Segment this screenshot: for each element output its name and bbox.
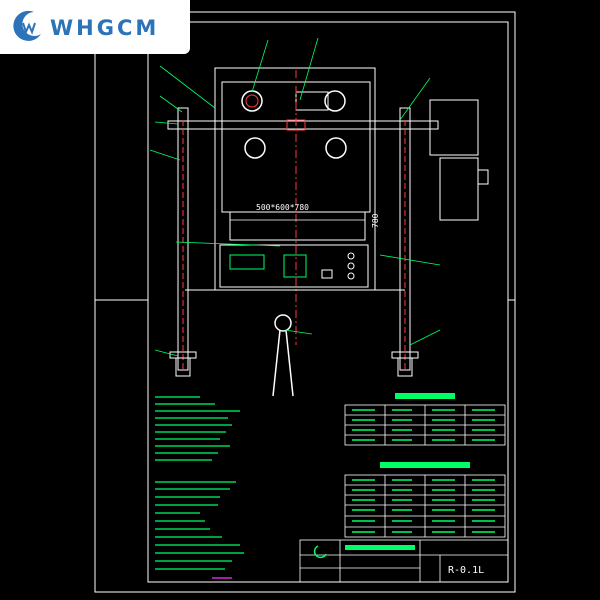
- table-2-cells: [352, 479, 495, 533]
- gauge-left-icon: [241, 90, 263, 112]
- control-button: [321, 269, 333, 279]
- foot-left-pad: [175, 357, 191, 377]
- door-window: [295, 91, 329, 111]
- notes-block: [155, 396, 244, 570]
- gauge-mid-right-icon: [325, 137, 347, 159]
- motor-cap: [477, 169, 489, 185]
- gauge-left-red: [245, 94, 259, 108]
- parameter-table-2: [344, 474, 506, 538]
- annotation-leaders: [149, 37, 441, 357]
- cabinet-outline: [214, 67, 376, 291]
- table-1-title-bar: [395, 393, 455, 399]
- logo-text: WHGCM: [50, 16, 160, 40]
- dimension-height-label: 780: [371, 213, 380, 228]
- title-block-code: R-0.1L: [448, 565, 484, 576]
- dimension-width-label: 500*600*780: [256, 203, 309, 212]
- table-1-cells: [352, 409, 495, 441]
- parameter-table-1: [344, 404, 506, 446]
- motor-body: [439, 157, 479, 221]
- column-left: [177, 107, 189, 371]
- knob-3-icon: [347, 272, 355, 280]
- gauge-mid-left-icon: [244, 137, 266, 159]
- logo-card: WHGCM: [0, 0, 190, 54]
- gauge-right-icon: [324, 90, 346, 112]
- knob-1-icon: [347, 252, 355, 260]
- clamp-arm-right: [285, 329, 294, 397]
- logo-crescent-icon: [13, 10, 41, 41]
- rail-beam: [167, 120, 439, 130]
- title-block: [299, 539, 509, 583]
- title-block-logo-icon: [313, 545, 327, 559]
- control-display: [283, 254, 307, 278]
- outer-frame: [94, 11, 516, 593]
- control-panel: [219, 244, 369, 288]
- foot-right-pad: [397, 357, 413, 377]
- motor-box: [429, 99, 479, 156]
- clamp-gauge-icon: [274, 314, 292, 332]
- column-right: [399, 107, 411, 371]
- chamber-box: [229, 211, 366, 241]
- table-2-title-bar: [380, 462, 470, 468]
- clamp-arm-left: [272, 329, 281, 397]
- knob-2-icon: [347, 262, 355, 270]
- title-block-name-bar: [345, 545, 415, 550]
- control-screen: [229, 254, 265, 270]
